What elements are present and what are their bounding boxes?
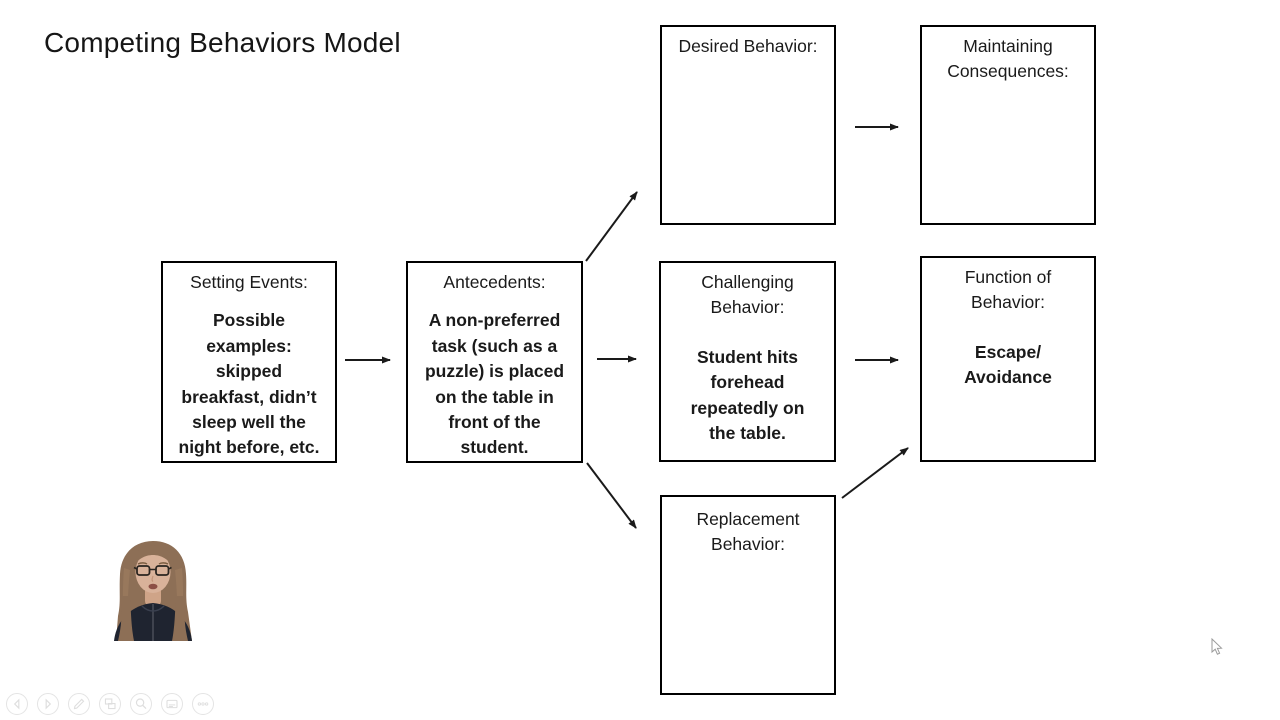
zoom-icon[interactable] bbox=[130, 693, 152, 715]
box-desired-behavior: Desired Behavior: bbox=[660, 25, 836, 225]
box-setting-events-body: Possible examples: skipped breakfast, di… bbox=[178, 310, 320, 458]
box-replacement-behavior: Replacement Behavior: bbox=[660, 495, 836, 695]
page-title: Competing Behaviors Model bbox=[44, 27, 401, 58]
box-function-of-behavior-body: Escape/ Avoidance bbox=[964, 341, 1052, 388]
presenter-webcam bbox=[94, 538, 212, 641]
box-replacement-behavior-header: Replacement Behavior: bbox=[696, 509, 800, 555]
presenter-portrait bbox=[114, 541, 192, 641]
box-maintaining-consequences-header: Maintaining Consequences: bbox=[947, 36, 1069, 82]
box-setting-events: Setting Events: Possible examples: skipp… bbox=[161, 261, 337, 463]
box-antecedents: Antecedents: A non-preferred task (such … bbox=[406, 261, 583, 463]
arrow-antecedents-to-desired bbox=[585, 191, 638, 262]
arrow-replacement-to-function bbox=[841, 447, 909, 499]
mouse-cursor bbox=[1211, 638, 1223, 655]
see-all-slides-icon[interactable] bbox=[99, 693, 121, 715]
more-options-icon[interactable] bbox=[192, 693, 214, 715]
box-antecedents-body: A non-preferred task (such as a puzzle) … bbox=[424, 310, 565, 458]
box-function-of-behavior-header: Function of Behavior: bbox=[964, 267, 1052, 313]
next-slide-icon[interactable] bbox=[37, 693, 59, 715]
pen-icon[interactable] bbox=[68, 693, 90, 715]
slideshow-toolbar bbox=[6, 693, 214, 715]
box-challenging-behavior: Challenging Behavior: Student hits foreh… bbox=[659, 261, 836, 462]
box-setting-events-header: Setting Events: bbox=[190, 272, 308, 292]
box-antecedents-header: Antecedents: bbox=[443, 272, 546, 292]
previous-slide-icon[interactable] bbox=[6, 693, 28, 715]
box-desired-behavior-header: Desired Behavior: bbox=[678, 36, 818, 56]
box-challenging-behavior-body: Student hits forehead repeatedly on the … bbox=[690, 346, 805, 443]
box-maintaining-consequences: Maintaining Consequences: bbox=[920, 25, 1096, 225]
captions-icon[interactable] bbox=[161, 693, 183, 715]
box-challenging-behavior-header: Challenging Behavior: bbox=[701, 272, 794, 318]
arrow-antecedents-to-replacement bbox=[586, 462, 637, 529]
box-function-of-behavior: Function of Behavior: Escape/ Avoidance bbox=[920, 256, 1096, 462]
